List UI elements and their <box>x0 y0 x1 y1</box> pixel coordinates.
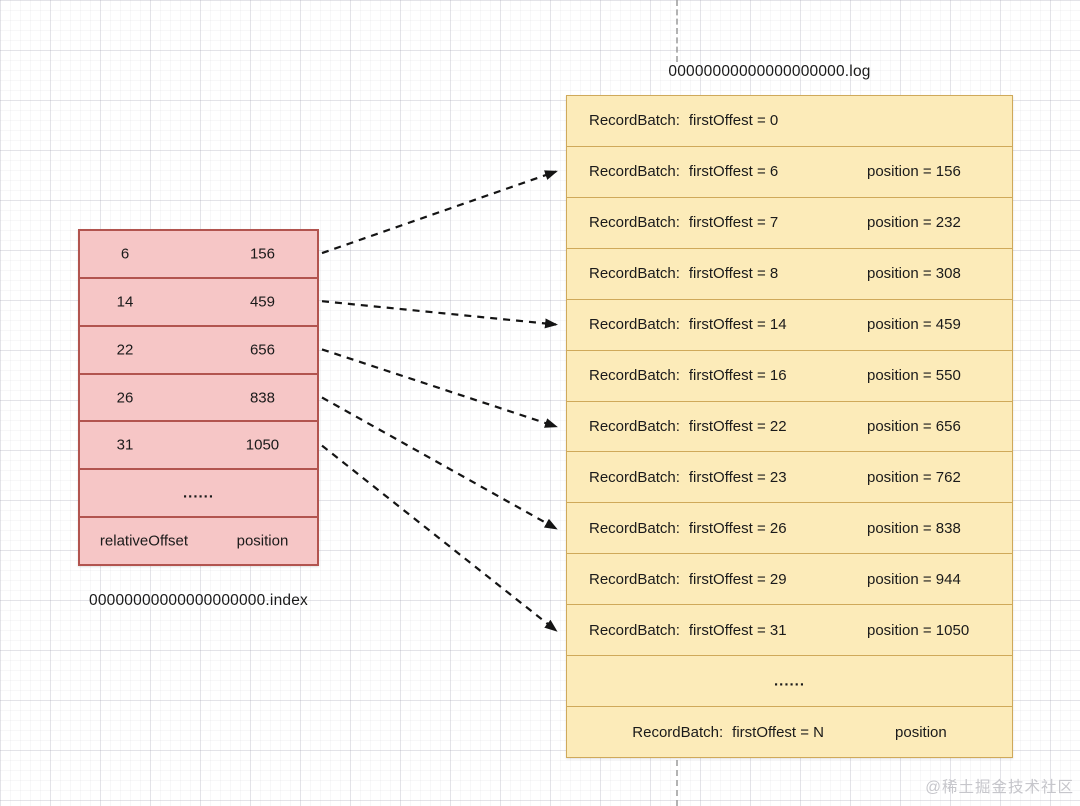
position-value: position = 656 <box>867 417 961 435</box>
index-to-log-arrow <box>321 348 558 428</box>
first-offset-value: firstOffest = 26 <box>688 519 787 537</box>
record-batch-row: RecordBatch: firstOffest = 0 <box>567 96 1012 147</box>
index-to-log-arrow <box>321 396 558 530</box>
index-entry-row: 14 459 <box>80 279 317 327</box>
log-ellipsis-row: ...... <box>567 656 1012 708</box>
index-file-title: 00000000000000000000.index <box>89 592 308 609</box>
index-to-log-arrow <box>321 170 558 255</box>
record-batch-row: RecordBatch: firstOffest = 7 position = 23… <box>567 198 1012 249</box>
index-to-log-arrow <box>321 300 558 329</box>
position-cell: 1050 <box>245 436 280 454</box>
record-batch-label: RecordBatch: <box>589 570 680 588</box>
position-value: position = 1050 <box>867 621 970 639</box>
position-value: position = 156 <box>867 163 961 181</box>
index-to-log-arrow <box>321 444 558 632</box>
index-entry-row: 26 838 <box>80 375 317 423</box>
first-offset-value: firstOffest = 16 <box>688 367 787 385</box>
position-value: position = 308 <box>867 265 961 283</box>
position-value: position = 838 <box>867 519 961 537</box>
position-cell: 656 <box>249 341 275 359</box>
record-batch-row: RecordBatch: firstOffest = 14 position = 4… <box>567 300 1012 351</box>
record-batch-row: RecordBatch: firstOffest = 22 position = 6… <box>567 402 1012 453</box>
position-cell: 156 <box>249 245 275 263</box>
record-batch-label: RecordBatch: <box>589 214 680 232</box>
position-value: position = 550 <box>867 367 961 385</box>
relative-offset-cell: 14 <box>116 293 134 311</box>
record-batch-label: RecordBatch: <box>589 519 680 537</box>
first-offset-value: firstOffest = 6 <box>688 163 779 181</box>
first-offset-value: firstOffest = 7 <box>688 214 779 232</box>
first-offset-value: firstOffest = 23 <box>688 468 787 486</box>
position-cell: position <box>236 532 289 550</box>
index-ellipsis-row: ...... <box>80 470 317 519</box>
record-batch-row: RecordBatch: firstOffest = 31 position = 1… <box>567 605 1012 657</box>
log-rows-container: RecordBatch: firstOffest = 0 RecordBatch: f… <box>567 96 1012 757</box>
page-guide-line-bottom <box>676 760 678 806</box>
position-value: position = 762 <box>867 468 961 486</box>
record-batch-row: RecordBatch: firstOffest = 8 position = 30… <box>567 249 1012 300</box>
position-value: position = 459 <box>867 316 961 334</box>
position-value: position <box>895 723 947 741</box>
position-cell: 838 <box>249 389 275 406</box>
index-entry-row: 22 656 <box>80 327 317 375</box>
record-batch-label: RecordBatch: <box>589 316 680 334</box>
record-batch-label: RecordBatch: <box>589 163 680 181</box>
record-batch-label: RecordBatch: <box>589 367 680 385</box>
record-batch-row: RecordBatch: firstOffest = 29 position = 9… <box>567 554 1012 606</box>
first-offset-value: firstOffest = 22 <box>688 417 787 435</box>
record-batch-row: RecordBatch: firstOffest = 26 position = 8… <box>567 503 1012 555</box>
relative-offset-cell: 22 <box>116 341 134 359</box>
index-entry-row: 31 1050 <box>80 422 317 471</box>
first-offset-value: firstOffest = 31 <box>688 621 787 639</box>
relative-offset-cell: relativeOffset <box>99 532 189 550</box>
log-file-table: RecordBatch: firstOffest = 0 RecordBatch: f… <box>566 95 1013 758</box>
position-value: position = 232 <box>867 214 961 232</box>
page-guide-line-top <box>676 0 678 62</box>
ellipsis-text: ...... <box>182 484 214 502</box>
relative-offset-cell: 31 <box>116 436 134 454</box>
first-offset-value: firstOffest = 8 <box>688 265 779 283</box>
relative-offset-cell: 26 <box>116 389 134 406</box>
record-batch-label: RecordBatch: <box>589 468 680 486</box>
record-batch-row: RecordBatch: firstOffest = 6 position = 15… <box>567 147 1012 198</box>
position-cell: 459 <box>249 293 275 311</box>
first-offset-value: firstOffest = 0 <box>688 112 779 130</box>
relative-offset-cell: 6 <box>120 245 130 263</box>
index-entry-row: 6 156 <box>80 231 317 279</box>
record-batch-label: RecordBatch: <box>589 265 680 283</box>
record-batch-row: RecordBatch: firstOffest = 16 position = 5… <box>567 351 1012 402</box>
log-file-title: 00000000000000000000.log <box>668 63 871 80</box>
record-batch-row: RecordBatch: firstOffest = N position <box>567 707 1012 757</box>
position-value: position = 944 <box>867 570 961 588</box>
ellipsis-text: ...... <box>773 672 805 690</box>
record-batch-label: RecordBatch: <box>589 621 680 639</box>
record-batch-row: RecordBatch: firstOffest = 23 position = 7… <box>567 452 1012 504</box>
first-offset-value: firstOffest = 29 <box>688 570 787 588</box>
index-rows-container: 6 156 14 459 22 656 26 838 31 1050...... relativeO… <box>80 231 317 564</box>
record-batch-label: RecordBatch: <box>589 417 680 435</box>
watermark: @稀土掘金技术社区 <box>925 779 1074 796</box>
first-offset-value: firstOffest = 14 <box>688 316 787 334</box>
first-offset-value: firstOffest = N <box>732 723 825 741</box>
record-batch-label: RecordBatch: <box>632 723 724 741</box>
record-batch-label: RecordBatch: <box>589 112 680 130</box>
index-column-labels-row: relativeOffset position <box>80 518 317 564</box>
index-file-table: 6 156 14 459 22 656 26 838 31 1050...... relativeO… <box>78 229 319 566</box>
